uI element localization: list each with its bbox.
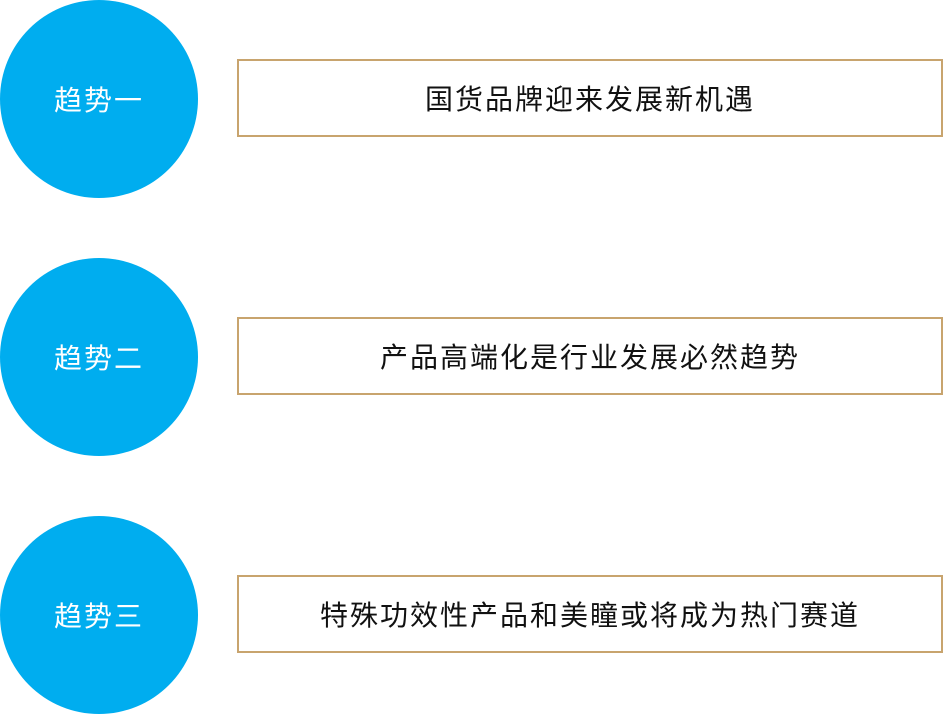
trend-circle-2: 趋势二 [0, 258, 198, 456]
trend-row-1: 趋势一 国货品牌迎来发展新机遇 [0, 0, 947, 200]
trend-circle-1: 趋势一 [0, 0, 198, 198]
trend-box-2: 产品高端化是行业发展必然趋势 [237, 317, 943, 395]
trend-row-2: 趋势二 产品高端化是行业发展必然趋势 [0, 258, 947, 458]
trend-circle-3: 趋势三 [0, 516, 198, 714]
trend-box-1: 国货品牌迎来发展新机遇 [237, 59, 943, 137]
trend-box-3: 特殊功效性产品和美瞳或将成为热门赛道 [237, 575, 943, 653]
trend-row-3: 趋势三 特殊功效性产品和美瞳或将成为热门赛道 [0, 516, 947, 716]
